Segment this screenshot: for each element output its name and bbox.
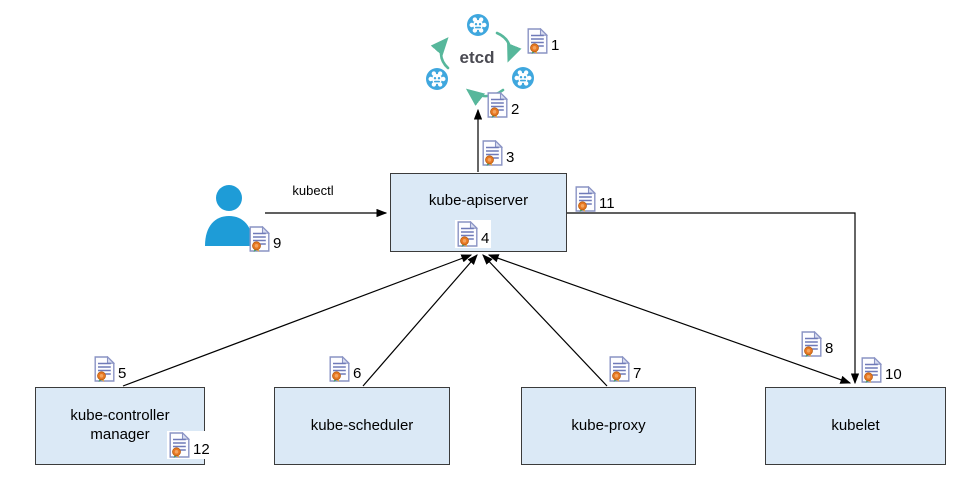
certificate-icon-5: 5 <box>94 356 126 382</box>
certificate-number: 9 <box>273 234 282 252</box>
certificate-icon-7: 7 <box>609 356 641 382</box>
certificate-icon-8: 8 <box>801 331 833 357</box>
kubectl-label: kubectl <box>292 183 334 198</box>
arrow-scheduler-to-apiserver <box>362 254 478 387</box>
certificate-icon-10: 10 <box>861 357 902 383</box>
etcd-node-icon <box>426 68 448 90</box>
certificate-number: 4 <box>481 229 490 247</box>
certificate-icon-12: 12 <box>167 431 212 459</box>
node-kube-scheduler: kube-scheduler <box>274 387 450 465</box>
certificate-number: 1 <box>551 36 560 54</box>
etcd-logo: etcd <box>426 14 534 106</box>
node-kube-proxy-label: kube-proxy <box>571 416 646 434</box>
certificate-icon-2: 2 <box>487 92 519 118</box>
certificate-number: 11 <box>599 194 615 212</box>
node-kubelet: kubelet <box>765 387 946 465</box>
certificate-icon-6: 6 <box>329 356 361 382</box>
node-kube-controller-manager-label-line2: manager <box>90 426 150 443</box>
certificate-icon-1: 1 <box>527 28 559 54</box>
user-icon <box>205 185 253 246</box>
etcd-cycle-arrow-left <box>430 37 450 70</box>
etcd-cycle-arrow-bottom <box>465 88 505 106</box>
certificate-number: 7 <box>633 364 642 382</box>
node-kube-controller-manager-label-line1: kube-controller <box>70 407 170 425</box>
certificate-number: 3 <box>506 148 515 166</box>
arrow-controller-to-apiserver <box>122 254 473 387</box>
certificate-number: 8 <box>825 339 834 357</box>
certificate-number: 2 <box>511 100 520 118</box>
etcd-node-icon <box>467 14 489 36</box>
certificate-number: 6 <box>353 364 362 382</box>
arrow-proxy-to-apiserver <box>482 254 608 387</box>
certificate-icon-3: 3 <box>482 140 514 166</box>
etcd-node-icon <box>512 67 534 89</box>
etcd-label: etcd <box>460 48 495 67</box>
node-kube-apiserver-label: kube-apiserver <box>428 192 529 210</box>
certificate-number: 10 <box>885 365 902 383</box>
certificate-icon-11: 11 <box>575 186 615 212</box>
certificate-icon-9: 9 <box>249 226 281 252</box>
certificate-number: 5 <box>118 364 127 382</box>
arrow-apiserver-kubelet-diagonal <box>487 254 852 384</box>
certificate-icon-4: 4 <box>455 220 492 248</box>
certificate-number: 12 <box>193 440 210 458</box>
node-kubelet-label: kubelet <box>831 416 880 434</box>
node-kube-proxy: kube-proxy <box>521 387 696 465</box>
node-kube-scheduler-label: kube-scheduler <box>310 416 414 434</box>
etcd-cycle-arrow-right <box>495 31 522 63</box>
